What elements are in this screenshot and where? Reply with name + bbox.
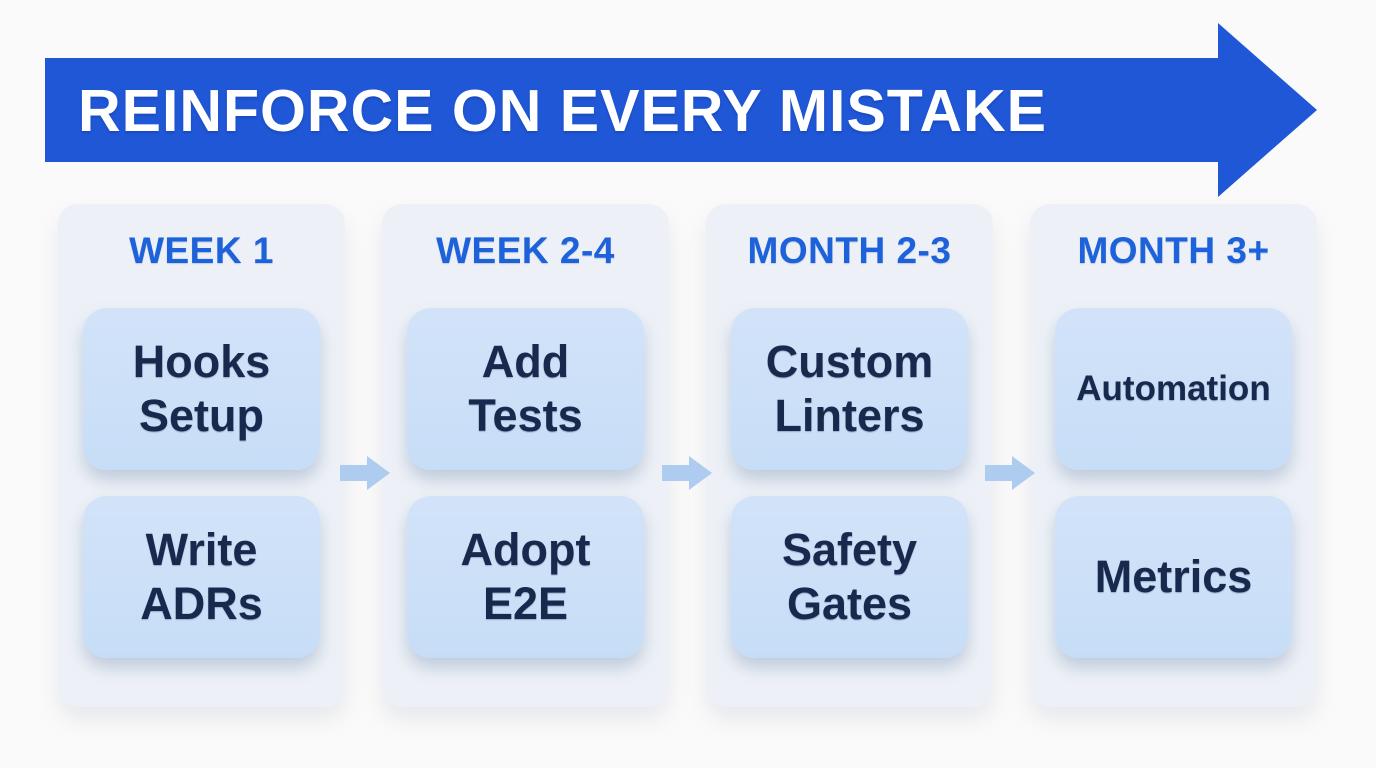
task-card: Add Tests (407, 308, 644, 470)
banner-arrow-right-icon (45, 23, 1317, 197)
task-card: Metrics (1055, 496, 1292, 658)
arrow-right-icon (340, 456, 390, 490)
banner: REINFORCE ON EVERY MISTAKE (45, 23, 1317, 197)
column-month-3-plus: MONTH 3+ Automation Metrics (1030, 204, 1317, 707)
arrow-right-icon (985, 456, 1035, 490)
arrow-right-icon (662, 456, 712, 490)
column-week-2-4: WEEK 2-4 Add Tests Adopt E2E (382, 204, 669, 707)
column-month-2-3: MONTH 2-3 Custom Linters Safety Gates (706, 204, 993, 707)
task-card: Custom Linters (731, 308, 968, 470)
column-header: WEEK 2-4 (436, 230, 615, 271)
column-week-1: WEEK 1 Hooks Setup Write ADRs (58, 204, 345, 707)
banner-title: REINFORCE ON EVERY MISTAKE (78, 77, 1048, 144)
task-card: Safety Gates (731, 496, 968, 658)
column-header: MONTH 2-3 (747, 230, 952, 271)
task-card: Write ADRs (83, 496, 320, 658)
task-card: Hooks Setup (83, 308, 320, 470)
column-header: MONTH 3+ (1077, 230, 1270, 271)
task-card: Adopt E2E (407, 496, 644, 658)
task-card: Automation (1055, 308, 1292, 470)
timeline-board: WEEK 1 Hooks Setup Write ADRs WEEK 2-4 A… (58, 204, 1317, 707)
column-header: WEEK 1 (129, 230, 274, 271)
